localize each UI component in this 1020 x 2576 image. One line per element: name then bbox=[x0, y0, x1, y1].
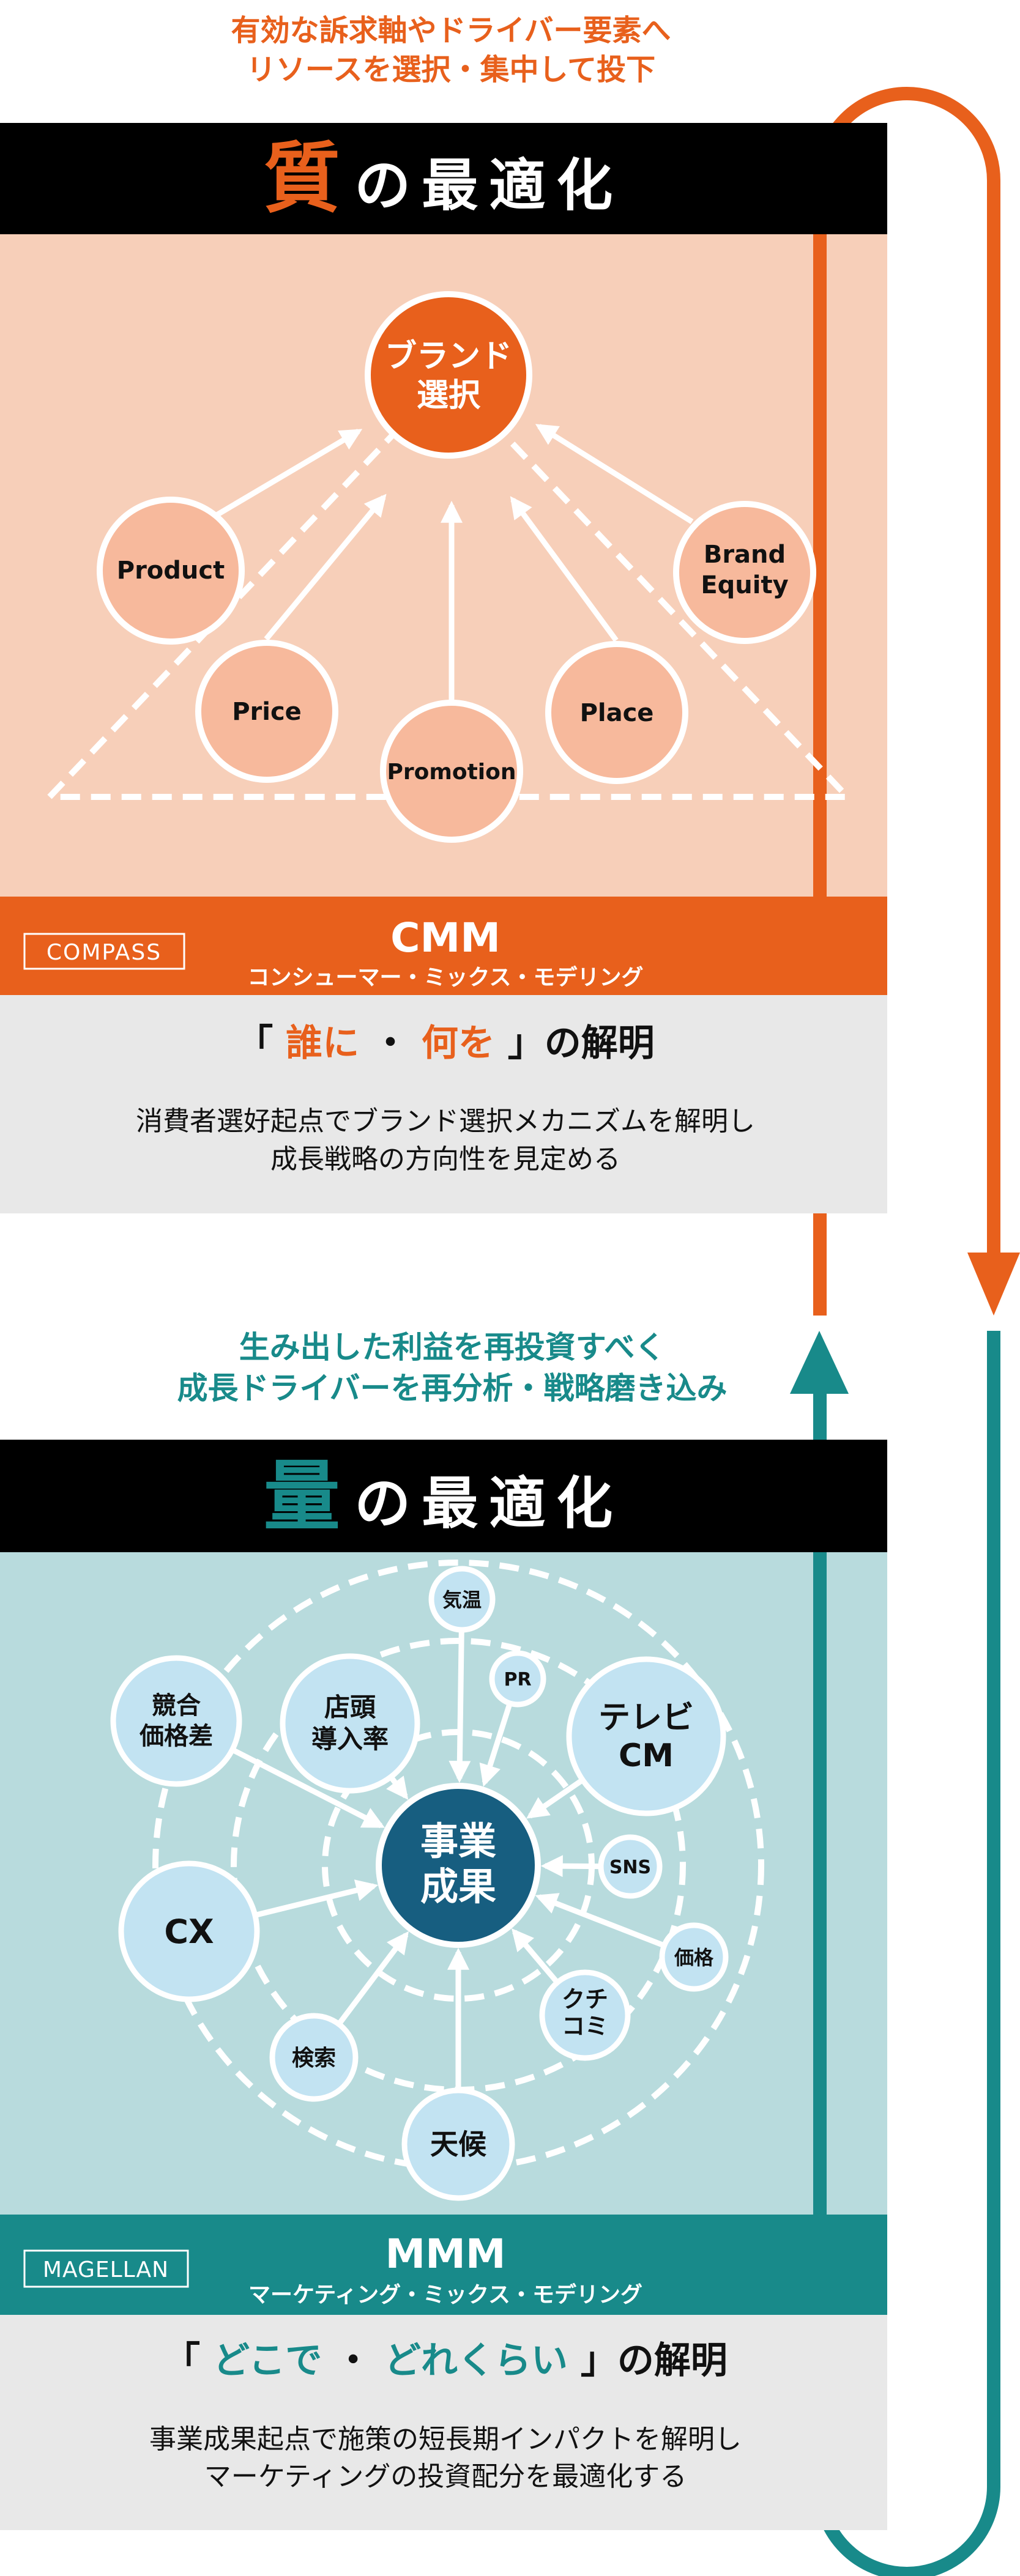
quantity-title: 量 の最適化 bbox=[264, 1453, 624, 1541]
svg-text:コミ: コミ bbox=[562, 2013, 608, 2040]
magellan-logo-box bbox=[23, 2249, 189, 2288]
node-promotion: Promotion bbox=[380, 700, 523, 843]
svg-text:天候: 天候 bbox=[430, 2128, 486, 2161]
svg-text:SNS: SNS bbox=[609, 1857, 651, 1878]
node-tenko: 天候 bbox=[401, 2087, 515, 2201]
arrow-node-tv-cm bbox=[526, 1778, 583, 1819]
top-caption-line2: リソースを選択・集中して投下 bbox=[247, 53, 655, 87]
node-kyogo-kakakusa: 競合 価格差 bbox=[110, 1655, 242, 1787]
node-kakaku: 価格 bbox=[659, 1922, 729, 1992]
svg-text:Equity: Equity bbox=[701, 571, 788, 599]
cmm-heading: 「 誰に ・ 何を 」の解明 bbox=[236, 1022, 655, 1065]
cmm-body-line2: 成長戦略の方向性を見定める bbox=[270, 1144, 620, 1175]
quantity-title-rest: の最適化 bbox=[354, 1471, 624, 1536]
node-brand-equity: Brand Equity bbox=[673, 501, 816, 644]
svg-text:Brand: Brand bbox=[704, 541, 786, 569]
svg-text:CX: CX bbox=[164, 1912, 214, 1951]
arrow-node-kyogo-kakakusa bbox=[233, 1748, 385, 1829]
cmm-description-box bbox=[0, 995, 887, 1213]
svg-text:店頭: 店頭 bbox=[324, 1692, 376, 1722]
svg-text:CM: CM bbox=[619, 1738, 674, 1774]
cmm-bar bbox=[0, 897, 887, 995]
mmm-body-line2: マーケティングの投資配分を最適化する bbox=[204, 2461, 687, 2492]
svg-text:ブランド: ブランド bbox=[385, 338, 512, 375]
svg-text:Place: Place bbox=[580, 699, 654, 727]
node-price: Price bbox=[195, 640, 338, 783]
svg-text:気温: 気温 bbox=[442, 1588, 482, 1612]
svg-text:PR: PR bbox=[504, 1669, 531, 1690]
node-pr: PR bbox=[489, 1650, 546, 1708]
node-brand-selection: ブランド 選択 bbox=[365, 291, 532, 459]
svg-text:Price: Price bbox=[232, 698, 302, 726]
arrow-node-kuchikomi bbox=[511, 1928, 558, 1983]
arrow-product bbox=[209, 429, 363, 521]
svg-text:導入率: 導入率 bbox=[311, 1724, 389, 1754]
node-kensaku: 検索 bbox=[269, 2013, 359, 2102]
svg-text:価格差: 価格差 bbox=[139, 1722, 213, 1750]
cmm-body-line1: 消費者選好起点でブランド選択メカニズムを解明し bbox=[136, 1106, 755, 1137]
quantity-arrows bbox=[233, 1632, 663, 2088]
cmm-title: CMM bbox=[390, 914, 501, 961]
svg-text:事業: 事業 bbox=[420, 1819, 496, 1864]
node-tv-cm: テレビ CM bbox=[566, 1656, 726, 1816]
mmm-subtitle: マーケティング・ミックス・モデリング bbox=[248, 2282, 642, 2308]
compass-logo: COMPASS bbox=[47, 940, 162, 965]
arrow-node-sns bbox=[540, 1855, 599, 1878]
svg-text:競合: 競合 bbox=[152, 1692, 201, 1720]
node-product: Product bbox=[97, 497, 245, 645]
node-business-result: 事業 成果 bbox=[376, 1783, 541, 1948]
teal-arrowhead-icon bbox=[790, 1331, 849, 1394]
quality-title-rest: の最適化 bbox=[354, 153, 624, 218]
dashed-triangle bbox=[42, 371, 855, 800]
svg-text:検索: 検索 bbox=[292, 2046, 336, 2071]
mmm-heading: 「 どこで ・ どれくらい 」の解明 bbox=[163, 2339, 728, 2382]
mmm-bar bbox=[0, 2215, 887, 2315]
mmm-description-box bbox=[0, 2315, 887, 2530]
magellan-logo: MAGELLAN bbox=[43, 2257, 169, 2282]
arrow-node-kakaku bbox=[535, 1893, 663, 1947]
node-kuchikomi: クチ コミ bbox=[539, 1969, 631, 2061]
node-sns: SNS bbox=[598, 1834, 663, 1899]
quality-title: 質 の最適化 bbox=[264, 135, 624, 223]
arrow-brand-equity bbox=[535, 424, 694, 524]
arrow-node-tento-donyuritsu bbox=[386, 1775, 409, 1800]
quantity-header-bar bbox=[0, 1440, 887, 1552]
cmm-subtitle: コンシューマー・ミックス・モデリング bbox=[248, 964, 644, 990]
mmm-title: MMM bbox=[385, 2230, 505, 2278]
svg-text:Promotion: Promotion bbox=[387, 760, 516, 785]
node-place: Place bbox=[545, 641, 688, 784]
quality-arrows bbox=[209, 424, 694, 701]
node-kion: 気温 bbox=[428, 1566, 496, 1633]
arrow-node-pr bbox=[479, 1704, 512, 1787]
top-caption-line1: 有効な訴求軸やドライバー要素へ bbox=[231, 13, 671, 48]
middle-caption-line1: 生み出した利益を再投資すべく bbox=[239, 1330, 666, 1365]
arrow-place bbox=[510, 496, 619, 642]
arrow-node-cx bbox=[256, 1879, 379, 1917]
quality-header-bar bbox=[0, 123, 887, 234]
svg-text:テレビ: テレビ bbox=[598, 1700, 694, 1736]
quantity-title-accent: 量 bbox=[264, 1453, 340, 1541]
mmm-body-line1: 事業成果起点で施策の短長期インパクトを解明し bbox=[149, 2424, 742, 2455]
svg-text:価格: 価格 bbox=[674, 1946, 714, 1969]
quality-title-accent: 質 bbox=[264, 135, 340, 223]
arrow-node-kion bbox=[449, 1632, 471, 1783]
svg-text:クチ: クチ bbox=[562, 1986, 608, 2013]
svg-text:Product: Product bbox=[117, 557, 225, 585]
svg-text:選択: 選択 bbox=[417, 377, 481, 414]
middle-caption-line2: 成長ドライバーを再分析・戦略磨き込み bbox=[177, 1371, 728, 1406]
svg-text:成果: 成果 bbox=[420, 1864, 496, 1909]
arrow-node-kensaku bbox=[338, 1931, 409, 2024]
orange-arrowhead-icon bbox=[967, 1253, 1020, 1316]
node-cx: CX bbox=[118, 1860, 260, 2002]
compass-logo-box bbox=[23, 933, 185, 970]
node-tento-donyuritsu: 店頭 導入率 bbox=[280, 1653, 420, 1794]
arrow-price bbox=[264, 494, 387, 641]
